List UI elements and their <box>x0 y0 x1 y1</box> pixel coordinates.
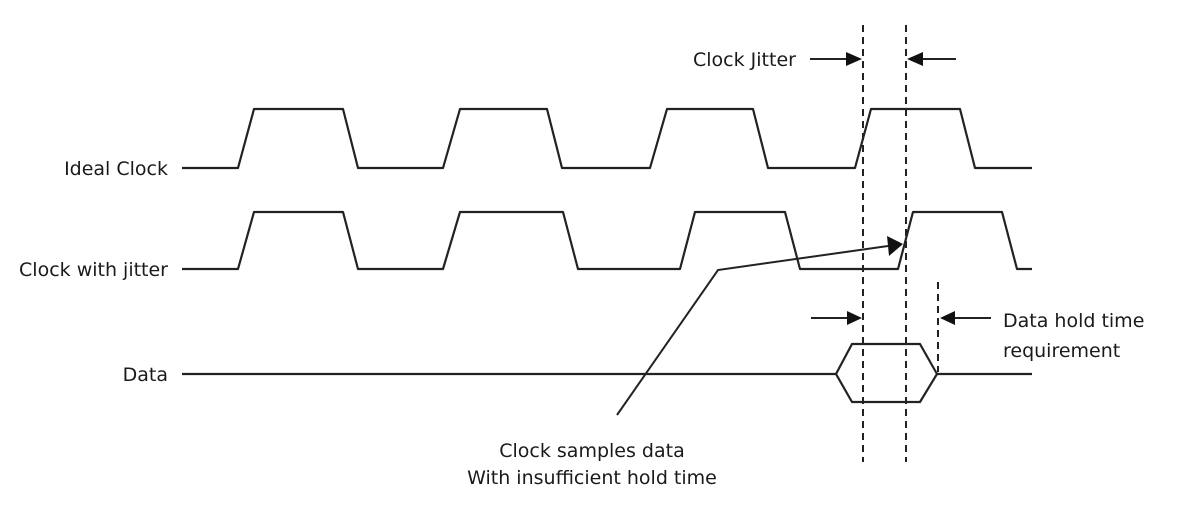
data-valid-window <box>834 342 939 404</box>
arrowhead-icon <box>907 52 923 66</box>
hold-time-label-line2: requirement <box>1003 340 1120 362</box>
label-clock-with-jitter: Clock with jitter <box>19 259 168 281</box>
sample-pointer-line <box>616 245 889 416</box>
sample-note-line1: Clock samples data <box>499 440 684 462</box>
ideal-clock-waveform <box>182 107 1032 170</box>
jitter-clock-waveform <box>182 210 1032 271</box>
label-data: Data <box>123 364 168 386</box>
hold-time-label-line1: Data hold time <box>1003 310 1144 332</box>
clock-jitter-label: Clock Jitter <box>693 49 796 71</box>
arrowhead-icon <box>847 311 862 325</box>
sample-note-line2: With insufficient hold time <box>467 467 717 489</box>
arrowhead-icon <box>940 311 955 325</box>
arrowhead-icon <box>887 236 903 256</box>
label-ideal-clock: Ideal Clock <box>64 158 168 180</box>
arrowhead-icon <box>846 52 862 66</box>
